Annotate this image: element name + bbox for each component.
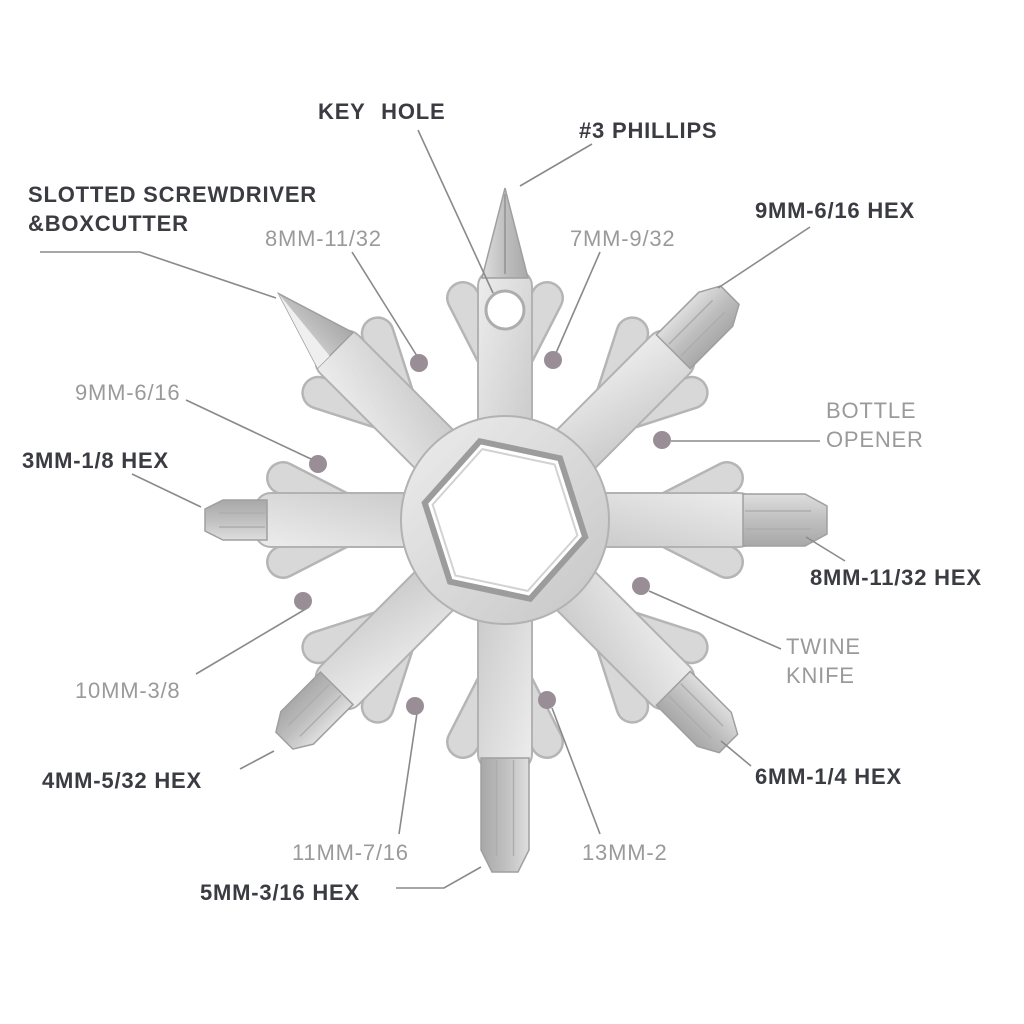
center-hex-socket	[421, 437, 589, 603]
label-line: KNIFE	[786, 663, 855, 688]
label-line: TWINE	[786, 634, 861, 659]
phillips-tip	[481, 187, 529, 279]
label-line: BOTTLE	[826, 398, 917, 423]
tool-arm-south	[446, 554, 564, 771]
leader-line	[185, 399, 312, 460]
tool-arm-east	[539, 461, 756, 579]
hex-bit-9mm	[655, 285, 740, 370]
label-phillips: #3 PHILLIPS	[579, 118, 718, 143]
marker-dot	[406, 697, 424, 715]
label-hex-5mm: 5MM-3/16 HEX	[200, 880, 360, 905]
leader-line	[239, 750, 275, 770]
leader-line	[351, 251, 418, 357]
leader-line	[40, 251, 277, 299]
label-wrench-11mm: 11MM-7/16	[292, 840, 409, 865]
label-hex-9mm: 9MM-6/16 HEX	[755, 198, 915, 223]
label-bottle-opener: BOTTLE OPENER	[826, 396, 924, 454]
marker-dot	[653, 431, 671, 449]
leader-line	[720, 740, 752, 767]
leader-line	[551, 707, 601, 835]
boxcutter-blade-tip	[276, 291, 355, 370]
leader-line	[519, 143, 593, 187]
label-line: SLOTTED SCREWDRIVER	[28, 182, 317, 207]
marker-dot	[410, 354, 428, 372]
label-hex-8mm: 8MM-11/32 HEX	[810, 565, 982, 590]
label-wrench-8mm: 8MM-11/32	[265, 226, 382, 251]
label-hex-6mm: 6MM-1/4 HEX	[755, 764, 902, 789]
hex-bit-8mm	[742, 493, 828, 547]
label-wrench-13mm: 13MM-2	[582, 840, 668, 865]
label-wrench-7mm: 7MM-9/32	[570, 226, 676, 251]
label-wrench-9mm: 9MM-6/16	[75, 380, 181, 405]
marker-dot	[309, 455, 327, 473]
label-slotted-screwdriver-boxcutter: SLOTTED SCREWDRIVER &BOXCUTTER	[28, 180, 317, 238]
marker-dot	[544, 351, 562, 369]
leader-line	[417, 129, 494, 294]
leader-line	[398, 712, 418, 835]
label-hex-4mm: 4MM-5/32 HEX	[42, 768, 202, 793]
leader-lines	[40, 129, 846, 889]
keyhole-cutout	[484, 289, 526, 331]
hex-bit-6mm	[655, 670, 739, 754]
leader-line	[805, 536, 846, 562]
label-line: &BOXCUTTER	[28, 211, 189, 236]
hex-bit-3mm	[204, 499, 268, 541]
label-wrench-10mm: 10MM-3/8	[75, 678, 181, 703]
label-twine-knife: TWINE KNIFE	[786, 632, 861, 690]
hex-bit-5mm	[480, 757, 530, 873]
hex-bit-4mm	[275, 670, 355, 750]
leader-line	[555, 251, 601, 354]
leader-line	[195, 606, 310, 675]
marker-dot	[632, 577, 650, 595]
leader-line	[717, 226, 811, 289]
label-line: OPENER	[826, 427, 924, 452]
marker-dot	[294, 592, 312, 610]
label-key-hole: KEY HOLE	[318, 99, 446, 124]
leader-line	[396, 866, 482, 889]
leader-line	[131, 473, 202, 508]
leader-line	[648, 590, 782, 650]
marker-dot	[538, 691, 556, 709]
label-hex-3mm: 3MM-1/8 HEX	[22, 448, 169, 473]
snowflake-tool	[204, 187, 828, 873]
marker-dots	[294, 351, 671, 715]
